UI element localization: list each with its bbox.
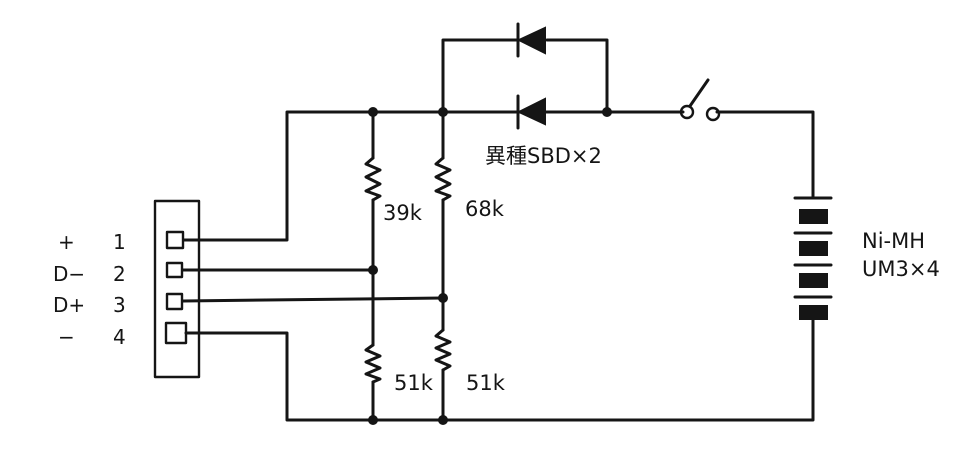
wires: [181, 38, 815, 422]
pin-3-pad: [165, 292, 184, 311]
diode-bottom-body: [516, 97, 546, 126]
wire-diode-top-right: [545, 38, 609, 114]
pin-4-pad: [164, 321, 188, 345]
r51k-right-label: 51k: [466, 371, 506, 395]
junction-dot: [602, 107, 612, 117]
diode-label: 異種SBD×2: [485, 144, 602, 168]
pin-labels: + 1 D− 2 D+ 3 − 4: [53, 230, 126, 349]
r39k-label: 39k: [383, 201, 423, 225]
battery-pack: [793, 196, 833, 320]
battery-cells-label: UM3×4: [862, 257, 940, 281]
diode-top: [516, 22, 546, 58]
wire-switch-battery: [715, 110, 815, 200]
battery-plate-short-4: [799, 305, 828, 320]
pin-2-number: 2: [113, 262, 126, 286]
pin-3-symbol: D+: [53, 293, 85, 317]
pin-4-symbol: −: [58, 325, 75, 349]
pin-1-pad: [165, 230, 185, 250]
battery-plate-short-1: [799, 209, 828, 224]
switch-lever: [688, 78, 710, 108]
wire-diode-top-left: [441, 38, 519, 114]
junction-dot: [438, 293, 448, 303]
battery-plate-short-2: [799, 241, 828, 256]
pin-2-pad: [165, 261, 184, 279]
resistor-39k: [364, 156, 382, 202]
junction-dot: [438, 107, 448, 117]
battery-type-label: Ni-MH: [862, 229, 925, 253]
power-switch: [679, 78, 721, 122]
wire-vbus: [182, 110, 685, 242]
junction-dot: [438, 415, 448, 425]
junction-dot: [368, 107, 378, 117]
resistor-51k-right: [434, 328, 452, 372]
resistor-51k-left: [364, 343, 382, 384]
junction-dot: [368, 415, 378, 425]
wire-dplus: [181, 296, 445, 303]
diode-bottom: [516, 94, 546, 130]
junctions: [368, 107, 612, 425]
pin-2-symbol: D−: [53, 262, 85, 286]
pin-1-number: 1: [113, 230, 126, 254]
resistor-68k: [434, 156, 452, 202]
pin-4-number: 4: [113, 325, 126, 349]
diode-top-body: [516, 26, 546, 55]
switch-contact-left: [679, 104, 695, 120]
junction-dot: [368, 265, 378, 275]
pin-1-symbol: +: [58, 230, 75, 254]
r51k-left-label: 51k: [394, 371, 434, 395]
pin-3-number: 3: [113, 293, 126, 317]
connector-housing: [153, 199, 201, 379]
battery-plate-short-3: [799, 273, 828, 288]
switch-contact-right: [705, 106, 721, 122]
usb-connector: [153, 199, 201, 379]
r68k-label: 68k: [465, 197, 505, 221]
wire-ground: [184, 316, 815, 422]
